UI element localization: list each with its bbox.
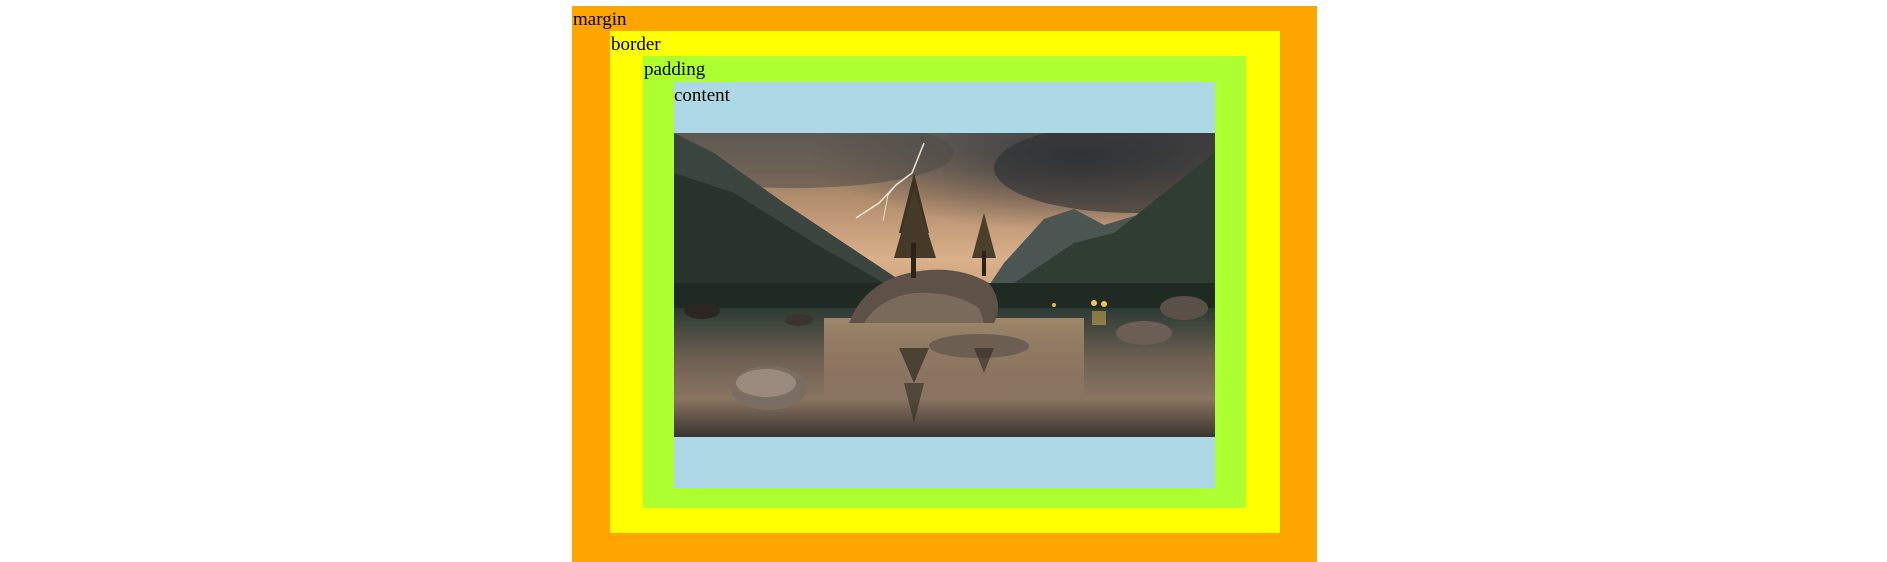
landscape-photo (674, 133, 1215, 437)
content-label: content (674, 85, 730, 106)
margin-label: margin (573, 9, 627, 30)
padding-label: padding (644, 59, 706, 80)
border-label: border (611, 34, 661, 55)
